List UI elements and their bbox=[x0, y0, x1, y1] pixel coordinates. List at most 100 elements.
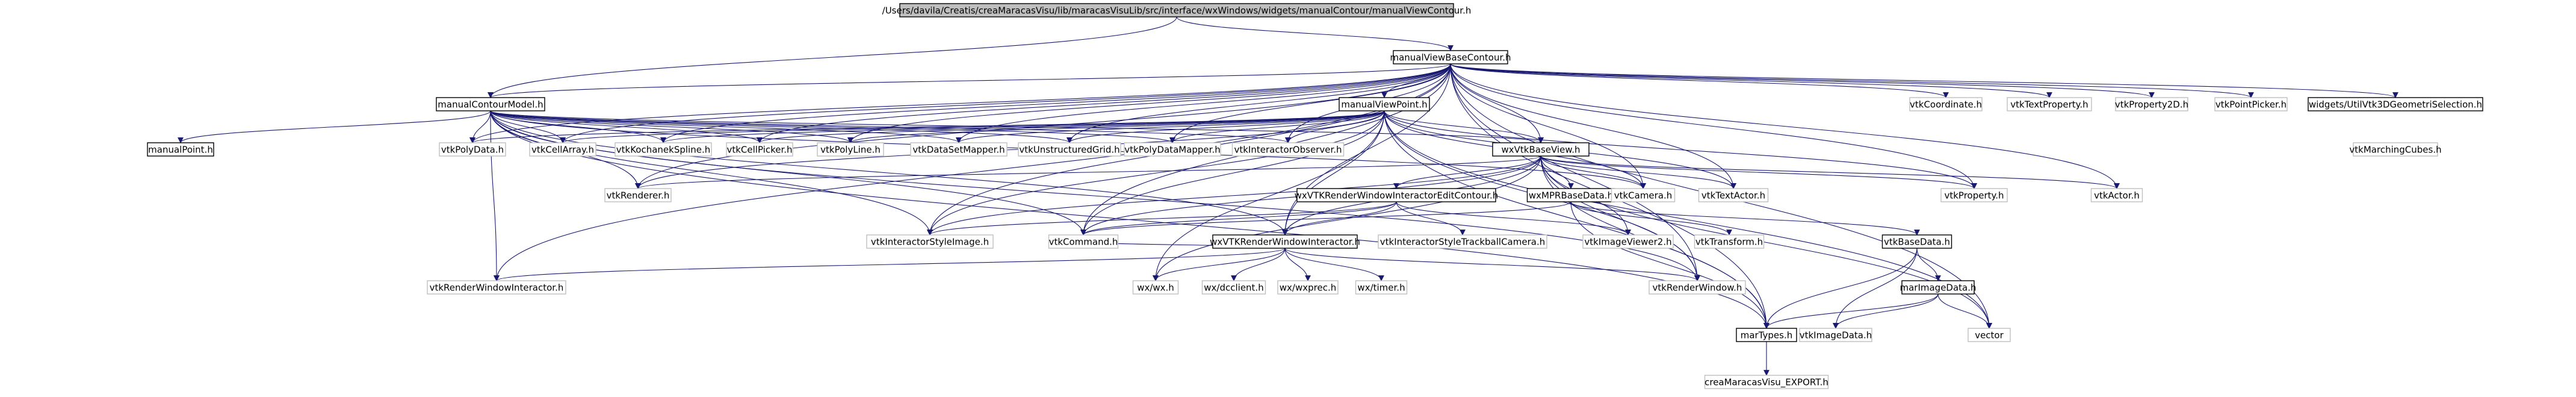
node-box bbox=[2214, 97, 2288, 111]
node-label: vtkUnstructuredGrid.h bbox=[1019, 145, 1119, 155]
node-vca: vtkCellArray.h bbox=[529, 142, 596, 157]
node-box bbox=[1393, 50, 1508, 64]
edge-wxrwi-to-vrwi bbox=[494, 248, 1286, 281]
edge-mvp-to-visi bbox=[927, 110, 1385, 236]
node-box bbox=[1611, 188, 1676, 202]
node-label: vector bbox=[1975, 330, 2004, 341]
node-box bbox=[604, 188, 672, 202]
node-box bbox=[1694, 234, 1765, 249]
node-box bbox=[1048, 234, 1119, 249]
node-vrwi: vtkRenderWindowInteractor.h bbox=[427, 280, 566, 295]
edge-vbd-to-mid bbox=[1916, 248, 1941, 281]
node-label: vtkDataSetMapper.h bbox=[912, 145, 1005, 155]
edges-layer bbox=[178, 16, 2398, 376]
node-label: vtkPointPicker.h bbox=[2215, 99, 2287, 110]
node-vta: vtkTextActor.h bbox=[1698, 188, 1769, 202]
edge-wxbv-to-visi bbox=[927, 155, 1541, 236]
nodes-layer: /Users/davila/Creatis/creaMaracasVisu/li… bbox=[147, 3, 2483, 389]
edge-mcm-to-vio bbox=[490, 110, 1291, 143]
edge-wxbv-to-wxmpr bbox=[1540, 155, 1574, 189]
node-label: wxVTKRenderWindowInteractorEditContour.h bbox=[1295, 190, 1499, 201]
edge-mcm-to-vpd bbox=[469, 110, 491, 143]
node-wxbv[interactable]: wxVtkBaseView.h bbox=[1492, 142, 1590, 157]
node-label: vtkTextProperty.h bbox=[2010, 99, 2088, 110]
node-label: wx/wxprec.h bbox=[1280, 283, 1336, 293]
node-wutil[interactable]: widgets/UtilVtk3DGeometriSelection.h bbox=[2308, 97, 2483, 111]
node-label: wxVtkBaseView.h bbox=[1502, 145, 1581, 155]
node-mvp[interactable]: manualViewPoint.h bbox=[1339, 97, 1430, 111]
node-mvbc[interactable]: manualViewBaseContour.h bbox=[1390, 50, 1511, 64]
node-label: vtkActor.h bbox=[2094, 190, 2140, 201]
edge-mvp-to-wxbv bbox=[1384, 110, 1544, 143]
edge-mvbc-to-vks bbox=[660, 63, 1451, 143]
edge-mvbc-to-vcoord bbox=[1450, 63, 1949, 98]
edge-mcm-to-vrwi bbox=[490, 110, 500, 281]
node-vec: vector bbox=[1968, 328, 2011, 342]
edge-root-to-mvbc bbox=[1176, 16, 1454, 51]
edge-mvp-to-vcmd bbox=[1080, 110, 1385, 236]
node-mcm[interactable]: manualContourModel.h bbox=[436, 97, 545, 111]
node-label: wx/timer.h bbox=[1357, 283, 1405, 293]
node-box bbox=[1492, 142, 1590, 157]
node-box bbox=[439, 142, 506, 157]
edge-wxrwi-to-wxprec bbox=[1284, 248, 1311, 281]
node-vp2d: vtkProperty2D.h bbox=[2115, 97, 2188, 111]
edge-vbd-to-vid bbox=[1833, 248, 1918, 329]
edge-mvp-to-vren bbox=[635, 110, 1385, 189]
edge-wxrwiec-to-vcmd bbox=[1080, 201, 1397, 236]
node-label: vtkRenderWindowInteractor.h bbox=[430, 283, 564, 293]
edge-mvp-to-vpd bbox=[469, 110, 1385, 143]
node-label: manualContourModel.h bbox=[438, 99, 543, 110]
node-box bbox=[1968, 328, 2011, 342]
node-wxrwi[interactable]: wxVTKRenderWindowInteractor.h bbox=[1210, 234, 1360, 249]
node-box bbox=[1339, 97, 1430, 111]
edge-mvbc-to-vrw bbox=[1450, 63, 1700, 281]
node-wxdc: wx/dcclient.h bbox=[1201, 280, 1266, 295]
node-mp[interactable]: manualPoint.h bbox=[147, 142, 214, 157]
node-box bbox=[1277, 280, 1339, 295]
node-box bbox=[1704, 375, 1829, 389]
node-label: vtkTextActor.h bbox=[1701, 190, 1765, 201]
node-box bbox=[529, 142, 596, 157]
node-root[interactable]: /Users/davila/Creatis/creaMaracasVisu/li… bbox=[882, 3, 1472, 17]
node-box bbox=[1124, 142, 1221, 157]
node-wxmpr[interactable]: wxMPRBaseData.h bbox=[1526, 188, 1615, 202]
edge-mvp-to-vdsm bbox=[956, 110, 1385, 143]
node-mt[interactable]: marTypes.h bbox=[1736, 328, 1797, 342]
node-label: vtkCellPicker.h bbox=[726, 145, 792, 155]
node-box bbox=[1799, 328, 1872, 342]
node-vprop: vtkProperty.h bbox=[1940, 188, 2008, 202]
node-label: vtkKochanekSpline.h bbox=[616, 145, 710, 155]
edge-mvbc-to-wxbv bbox=[1450, 63, 1544, 143]
edge-mvp-to-vpdm bbox=[1169, 110, 1385, 143]
edge-wxmpr-to-mt bbox=[1570, 201, 1769, 329]
edge-wxbv-to-vcam bbox=[1540, 155, 1646, 189]
node-wxprec: wx/wxprec.h bbox=[1277, 280, 1339, 295]
edge-mvp-to-vio bbox=[1285, 110, 1385, 143]
node-label: wx/dcclient.h bbox=[1204, 283, 1263, 293]
node-vcp: vtkCellPicker.h bbox=[726, 142, 793, 157]
edge-wxrwi-to-wxdc bbox=[1231, 248, 1286, 281]
node-mid[interactable]: marImageData.h bbox=[1899, 280, 1977, 295]
node-box bbox=[910, 142, 1008, 157]
node-label: marImageData.h bbox=[1899, 283, 1976, 293]
node-label: vtkInteractorObserver.h bbox=[1234, 145, 1342, 155]
node-visi: vtkInteractorStyleImage.h bbox=[866, 234, 994, 249]
node-box bbox=[1231, 142, 1345, 157]
edge-mcm-to-vca bbox=[490, 110, 566, 143]
edge-mvp-to-vpl bbox=[847, 110, 1385, 143]
edge-wxmpr-to-vbd bbox=[1570, 201, 1920, 236]
node-vpp: vtkPointPicker.h bbox=[2214, 97, 2288, 111]
node-wxrwiec[interactable]: wxVTKRenderWindowInteractorEditContour.h bbox=[1295, 188, 1499, 202]
edge-mvbc-to-vpd bbox=[469, 63, 1451, 143]
node-box bbox=[1132, 280, 1179, 295]
node-vistc: vtkInteractorStyleTrackballCamera.h bbox=[1378, 234, 1547, 249]
edge-wxmpr-to-vtr bbox=[1570, 201, 1732, 236]
edge-mvbc-to-vprop bbox=[1450, 63, 1977, 189]
edge-mcm-to-visi bbox=[490, 110, 933, 236]
edge-mvbc-to-wutil bbox=[1450, 63, 2398, 98]
node-label: wxVTKRenderWindowInteractor.h bbox=[1210, 237, 1360, 248]
node-vbd[interactable]: vtkBaseData.h bbox=[1881, 234, 1952, 249]
node-label: vtkProperty2D.h bbox=[2115, 99, 2188, 110]
